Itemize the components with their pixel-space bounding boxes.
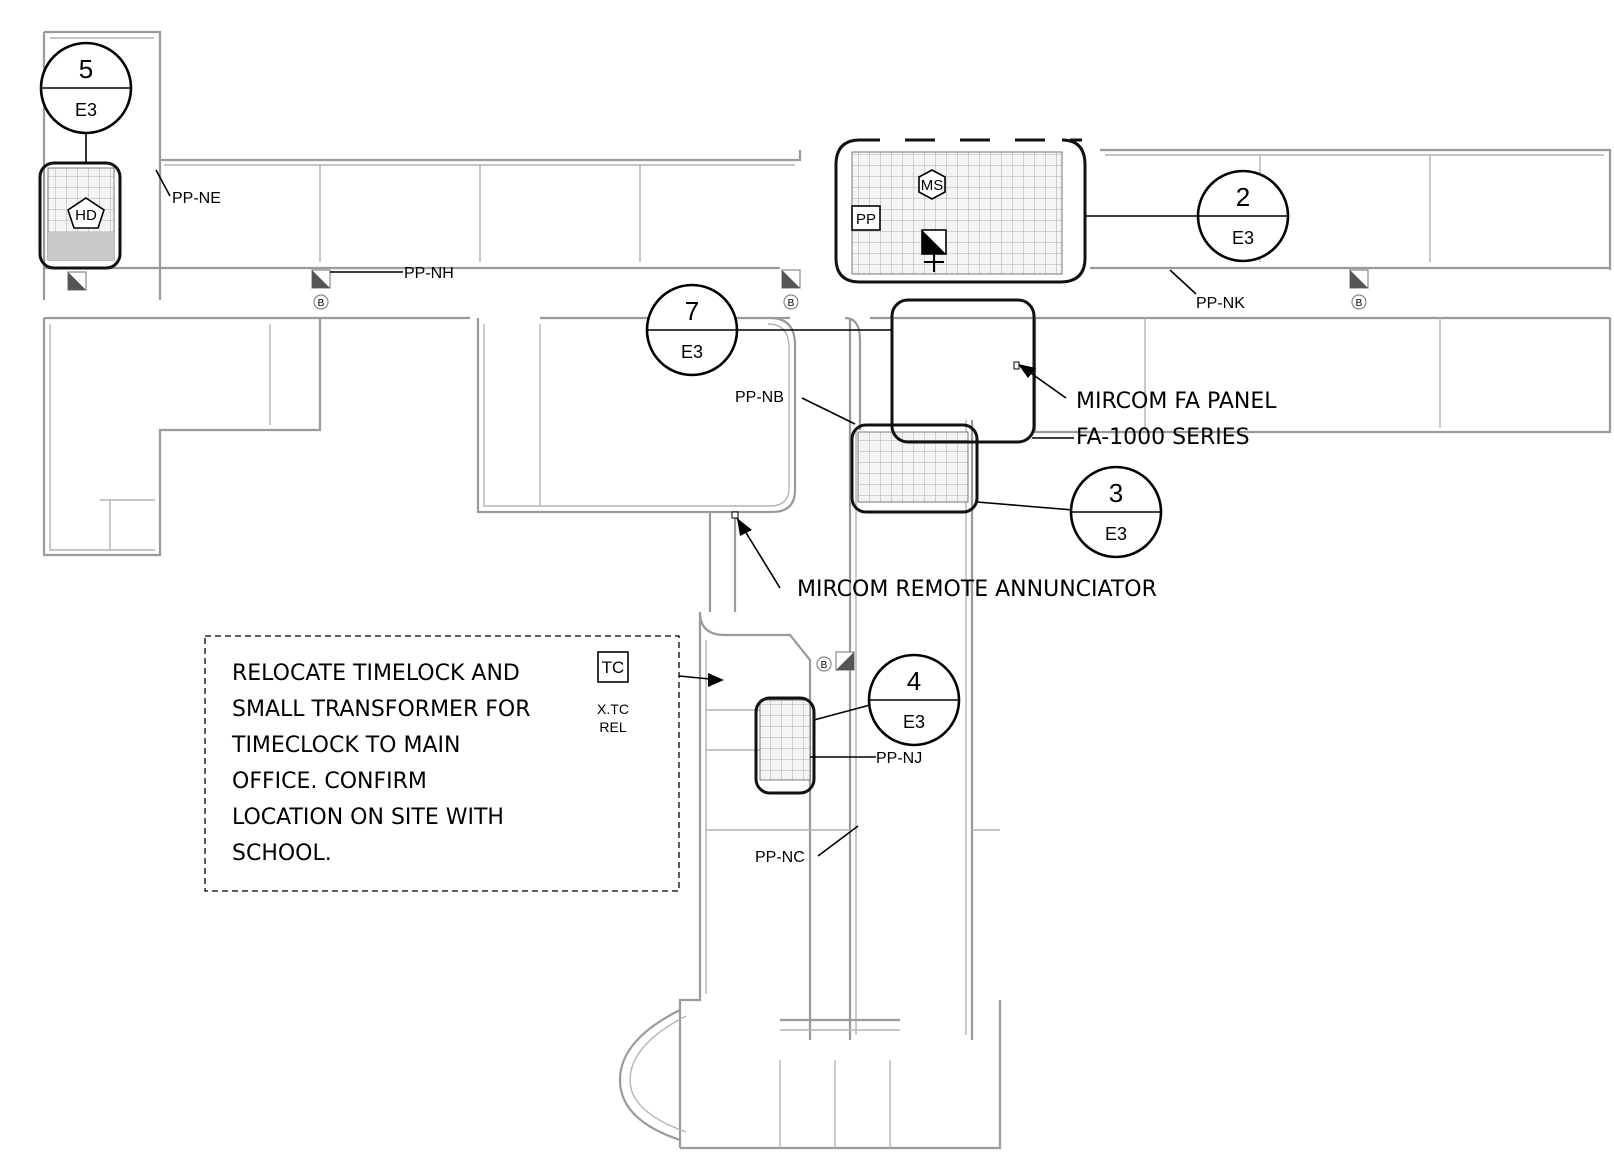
timeclock-note: RELOCATE TIMELOCK AND SMALL TRANSFORMER … [204, 635, 724, 892]
hd-room-shade [48, 232, 114, 260]
svg-text:HD: HD [75, 207, 97, 224]
label-pp-nj: PP-NJ [810, 750, 922, 767]
bubble-sheet: E3 [1105, 524, 1127, 544]
detail-bubble-4[interactable]: 4 E3 [813, 653, 961, 747]
svg-text:PP-NJ: PP-NJ [876, 750, 922, 767]
svg-text:B: B [821, 660, 828, 671]
highlight-ms-room [834, 138, 1087, 284]
panel-symbol-mid: B [781, 269, 801, 310]
svg-text:MIRCOM FA PANEL: MIRCOM FA PANEL [1076, 389, 1277, 414]
svg-text:PP-NB: PP-NB [735, 389, 784, 406]
svg-text:PP-NH: PP-NH [404, 265, 454, 282]
bubble-number: 4 [907, 666, 921, 696]
note-line-6: SCHOOL. [232, 841, 332, 866]
transformer-symbol [921, 229, 947, 272]
rel-label: REL [599, 719, 626, 735]
svg-text:MS: MS [921, 177, 944, 194]
bubble-number: 5 [79, 54, 93, 84]
svg-text:PP: PP [856, 211, 876, 228]
bubble-number: 7 [685, 296, 699, 326]
svg-text:B: B [1356, 298, 1363, 309]
room-4-grid [759, 699, 811, 781]
note-line-5: LOCATION ON SITE WITH [232, 805, 504, 830]
callout-annunciator: MIRCOM REMOTE ANNUNCIATOR [731, 511, 1157, 602]
svg-text:MIRCOM REMOTE ANNUNCIATOR: MIRCOM REMOTE ANNUNCIATOR [797, 577, 1157, 602]
svg-text:PP-NE: PP-NE [172, 190, 221, 207]
note-line-2: SMALL TRANSFORMER FOR [232, 697, 530, 722]
label-pp-ne: PP-NE [155, 169, 221, 207]
bubble-sheet: E3 [903, 712, 925, 732]
bubble-sheet: E3 [1232, 228, 1254, 248]
xtc-label: X.TC [597, 701, 629, 717]
label-pp-nh: PP-NH [330, 265, 454, 282]
bubble-sheet: E3 [681, 342, 703, 362]
svg-text:PP-NC: PP-NC [755, 849, 805, 866]
hd-pentagon-symbol: HD [67, 197, 105, 229]
label-pp-nb: PP-NB [735, 389, 856, 425]
note-line-1: RELOCATE TIMELOCK AND [232, 661, 520, 686]
highlight-room-3 [850, 423, 979, 514]
bubble-sheet: E3 [75, 100, 97, 120]
svg-text:B: B [788, 298, 795, 309]
detail-bubble-5[interactable]: 5 E3 [39, 41, 133, 163]
svg-text:TC: TC [602, 658, 625, 677]
highlight-hd-room [38, 161, 122, 270]
svg-text:FA-1000 SERIES: FA-1000 SERIES [1076, 425, 1250, 450]
highlight-room-4 [754, 696, 816, 795]
bubble-number: 3 [1109, 478, 1123, 508]
detail-bubble-3[interactable]: 3 E3 [976, 465, 1163, 559]
tc-symbol: TC [597, 651, 629, 683]
panel-symbol-nh: B [311, 269, 331, 310]
pp-square-symbol: PP [851, 205, 881, 231]
ms-hexagon-symbol: MS [918, 169, 946, 200]
panel-symbol-nk: B [1349, 269, 1369, 310]
note-line-4: OFFICE. CONFIRM [232, 769, 427, 794]
room-3-grid [857, 431, 969, 503]
detail-bubble-7[interactable]: 7 E3 [645, 283, 892, 377]
label-pp-nk: PP-NK [1169, 269, 1245, 312]
panel-symbol-nw [67, 271, 87, 291]
highlight-fa-panel-room [890, 298, 1036, 444]
panel-symbol-south: B [816, 651, 855, 672]
bubble-number: 2 [1236, 182, 1250, 212]
svg-text:B: B [318, 298, 325, 309]
ms-room-grid [851, 151, 1063, 275]
label-pp-nc: PP-NC [755, 825, 859, 866]
callout-fa-panel: MIRCOM FA PANEL FA-1000 SERIES [1013, 361, 1277, 450]
note-line-3: TIMECLOCK TO MAIN [231, 733, 460, 758]
svg-text:PP-NK: PP-NK [1196, 295, 1245, 312]
detail-bubble-2[interactable]: 2 E3 [1085, 169, 1290, 263]
